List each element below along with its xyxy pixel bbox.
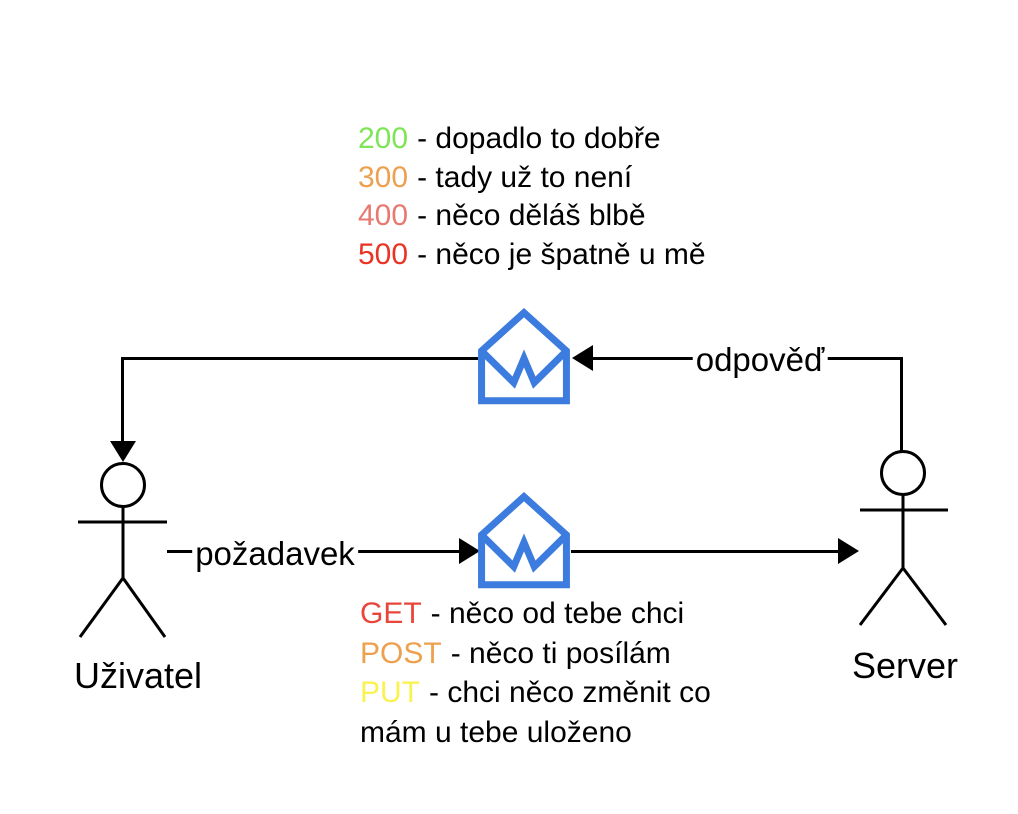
arrowhead-left-to-envelope <box>572 345 593 371</box>
arrowhead-right-to-server <box>838 538 859 564</box>
status-code-description: - tady už to není <box>417 160 633 194</box>
server-leg-right <box>901 567 948 626</box>
http-methods-legend: GET - něco od tebe chci POST - něco ti p… <box>360 594 711 752</box>
status-code-description: - dopadlo to dobře <box>417 122 661 155</box>
http-method-line: GET - něco od tebe chci <box>360 594 711 634</box>
request-label: požadavek <box>192 535 358 573</box>
status-code-value: 200 <box>358 122 409 155</box>
server-stick-figure <box>858 450 948 626</box>
http-method-value: PUT <box>360 676 420 709</box>
request-line-right-segment <box>571 550 839 553</box>
http-method-value: POST <box>360 636 442 670</box>
user-stick-figure <box>78 462 167 638</box>
user-head <box>100 462 146 508</box>
status-code-value: 300 <box>358 160 409 194</box>
response-label: odpověď <box>692 341 828 379</box>
http-method-description: - chci něco změnit co <box>429 676 711 709</box>
status-code-line: 500 - něco je špatně u mě <box>358 236 706 275</box>
response-line-from-server-segment <box>900 357 903 452</box>
server-label: Server <box>851 645 959 686</box>
http-method-description: - něco od tebe chci <box>430 597 685 630</box>
request-open-envelope-icon <box>478 492 570 589</box>
http-method-description: mám u tebe uloženo <box>360 715 632 749</box>
http-method-line: PUT - chci něco změnit co <box>360 673 711 713</box>
response-line-down-segment <box>121 357 124 443</box>
status-codes-legend: 200 - dopadlo to dobře 300 - tady už to … <box>358 120 706 274</box>
user-label: Uživatel <box>73 655 203 696</box>
http-method-description: - něco ti posílám <box>450 636 671 670</box>
response-open-envelope-icon <box>478 308 570 405</box>
user-leg-right <box>121 577 167 638</box>
status-code-value: 400 <box>358 199 409 232</box>
user-leg-left <box>78 577 125 638</box>
http-method-value: GET <box>360 597 422 630</box>
status-code-line: 400 - něco děláš blbě <box>358 197 706 236</box>
envelope-flap-lines <box>479 348 569 389</box>
status-code-description: - něco děláš blbě <box>417 199 646 232</box>
response-line-left-segment <box>121 357 478 360</box>
status-code-line: 300 - tady už to není <box>358 159 706 198</box>
server-leg-left <box>858 567 905 626</box>
status-code-value: 500 <box>358 237 409 271</box>
status-code-line: 200 - dopadlo to dobře <box>358 120 706 159</box>
server-head <box>880 450 926 496</box>
arrowhead-down-to-user <box>110 441 136 462</box>
envelope-flap-lines <box>479 532 569 573</box>
arrowhead-right-to-envelope <box>459 538 480 564</box>
http-method-continuation: mám u tebe uloženo <box>360 713 711 753</box>
status-code-description: - něco je špatně u mě <box>417 237 706 271</box>
http-method-line: POST - něco ti posílám <box>360 634 711 674</box>
